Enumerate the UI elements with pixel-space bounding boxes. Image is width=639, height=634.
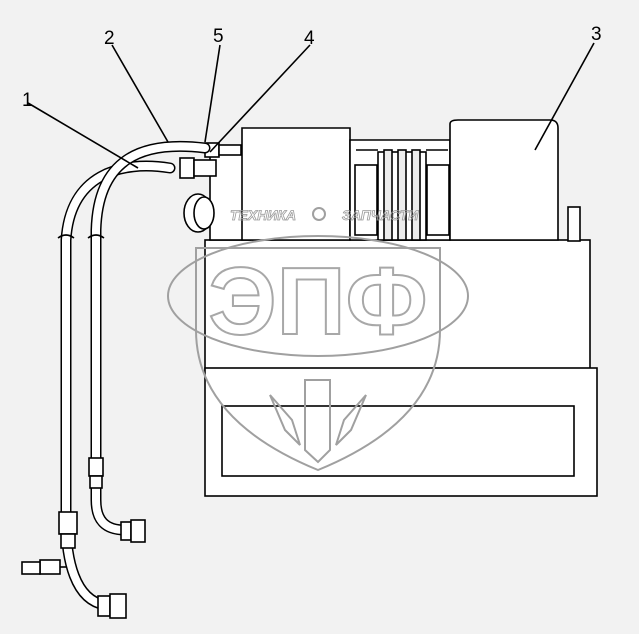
watermark-left-text: ТЕХНИКА (230, 207, 296, 223)
callout-5: 5 (213, 26, 224, 47)
callout-4: 4 (304, 28, 315, 49)
break-mark (57, 234, 75, 239)
callout-2: 2 (104, 28, 115, 49)
valve-fittings (179, 142, 242, 233)
gear-icon (312, 207, 326, 221)
watermark-right-text: ЗАПЧАСТИ (342, 207, 419, 223)
callout-3: 3 (591, 24, 602, 45)
watermark: ЭПФ ТЕХНИКА ЗАПЧАСТИ (167, 207, 469, 472)
watermark-logo-text: ЭПФ (208, 248, 427, 355)
hose-1 (60, 160, 176, 611)
hose-fittings (21, 457, 146, 619)
callout-1: 1 (22, 90, 33, 111)
break-mark (87, 234, 105, 239)
leader-lines (27, 42, 595, 169)
heater-housing (204, 206, 598, 497)
hose-2 (90, 140, 211, 536)
blower-unit (209, 119, 559, 241)
